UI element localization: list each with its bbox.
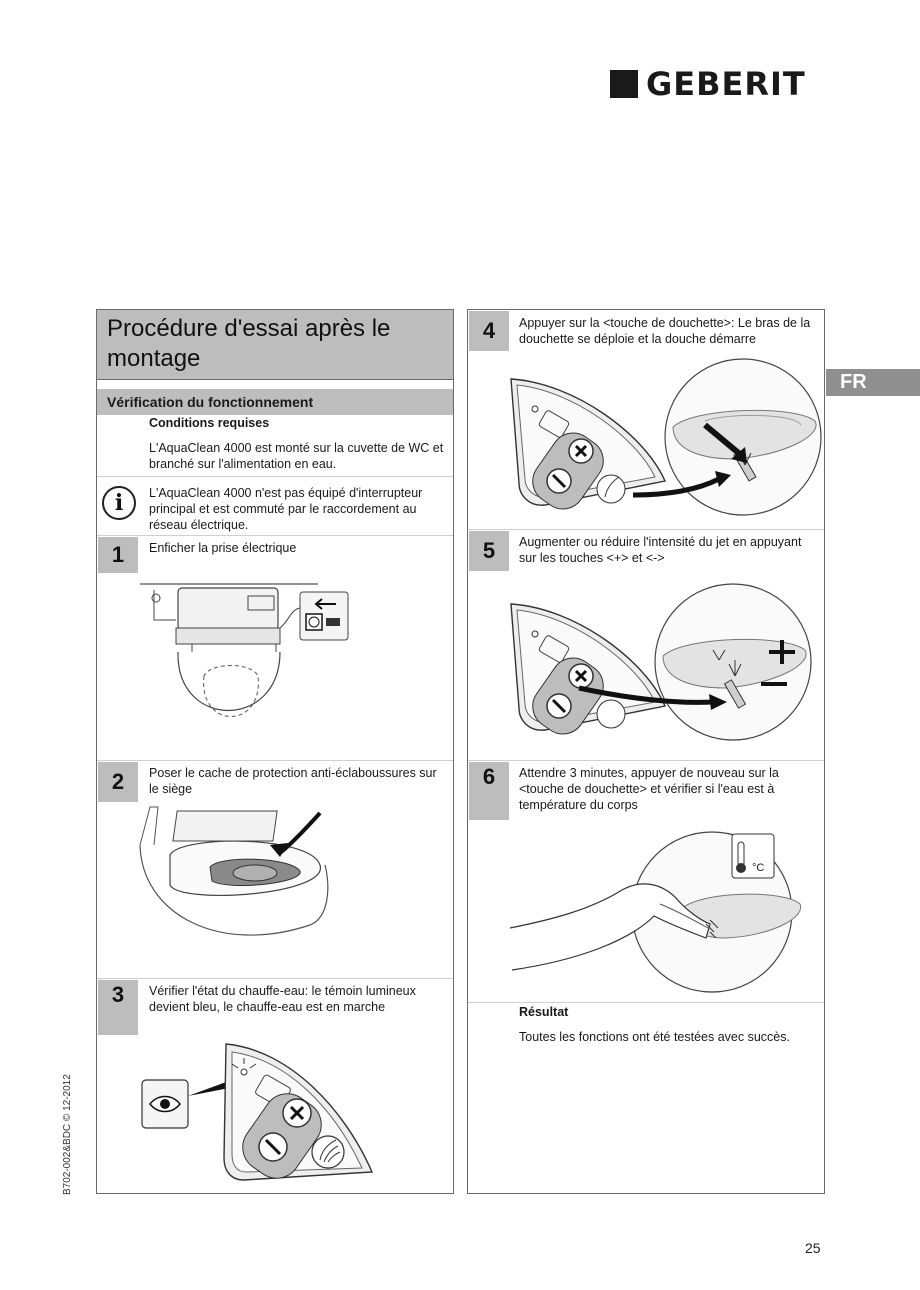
divider: [468, 529, 824, 530]
step-text: Attendre 3 minutes, appuyer de nouveau s…: [519, 766, 779, 812]
page-number: 25: [805, 1240, 821, 1256]
divider: [97, 978, 453, 979]
conditions-title: Conditions requises: [149, 416, 270, 430]
right-column: [467, 309, 825, 1194]
step-number: 1: [98, 537, 138, 573]
page-title: Procédure d'essai après le montage: [97, 310, 453, 380]
divider: [97, 476, 453, 477]
language-tab: FR: [826, 369, 920, 396]
step4-illustration: [510, 358, 822, 516]
step5-illustration: [510, 583, 812, 741]
divider: [468, 760, 824, 761]
step-number: 3: [98, 980, 138, 1035]
step1-illustration: [140, 583, 349, 717]
divider: [468, 1002, 824, 1003]
step-text: Augmenter ou réduire l'intensité du jet …: [519, 535, 802, 565]
step2-illustration: [139, 806, 329, 936]
geberit-logo: GEBERIT: [610, 68, 806, 100]
document-code: B702-002&BDC © 12-2012: [62, 1074, 73, 1195]
step-text: Poser le cache de protection anti-éclabo…: [149, 766, 437, 796]
divider: [97, 535, 453, 536]
info-icon: i: [102, 486, 136, 520]
step-text: Appuyer sur la <touche de douchette>: Le…: [519, 316, 811, 346]
conditions-text: L'AquaClean 4000 est monté sur la cuvett…: [149, 441, 444, 471]
result-text: Toutes les fonctions ont été testées ave…: [519, 1030, 790, 1044]
step-number: 2: [98, 762, 138, 802]
left-column: [96, 309, 454, 1194]
info-text: L'AquaClean 4000 n'est pas équipé d'inte…: [149, 486, 423, 532]
logo-text: GEBERIT: [646, 65, 806, 103]
step-text: Enficher la prise électrique: [149, 541, 297, 555]
temp-unit-label: °C: [752, 862, 765, 874]
step6-illustration: [509, 831, 802, 993]
logo-square-icon: [610, 70, 638, 98]
divider: [97, 760, 453, 761]
step-number: 6: [469, 762, 509, 820]
result-title: Résultat: [519, 1005, 569, 1019]
step-number: 4: [469, 311, 509, 351]
step-text: Vérifier l'état du chauffe-eau: le témoi…: [149, 984, 416, 1014]
step3-control-panel-illustration: [141, 1043, 374, 1181]
section-subheading: Vérification du fonctionnement: [97, 389, 453, 415]
step-number: 5: [469, 531, 509, 571]
